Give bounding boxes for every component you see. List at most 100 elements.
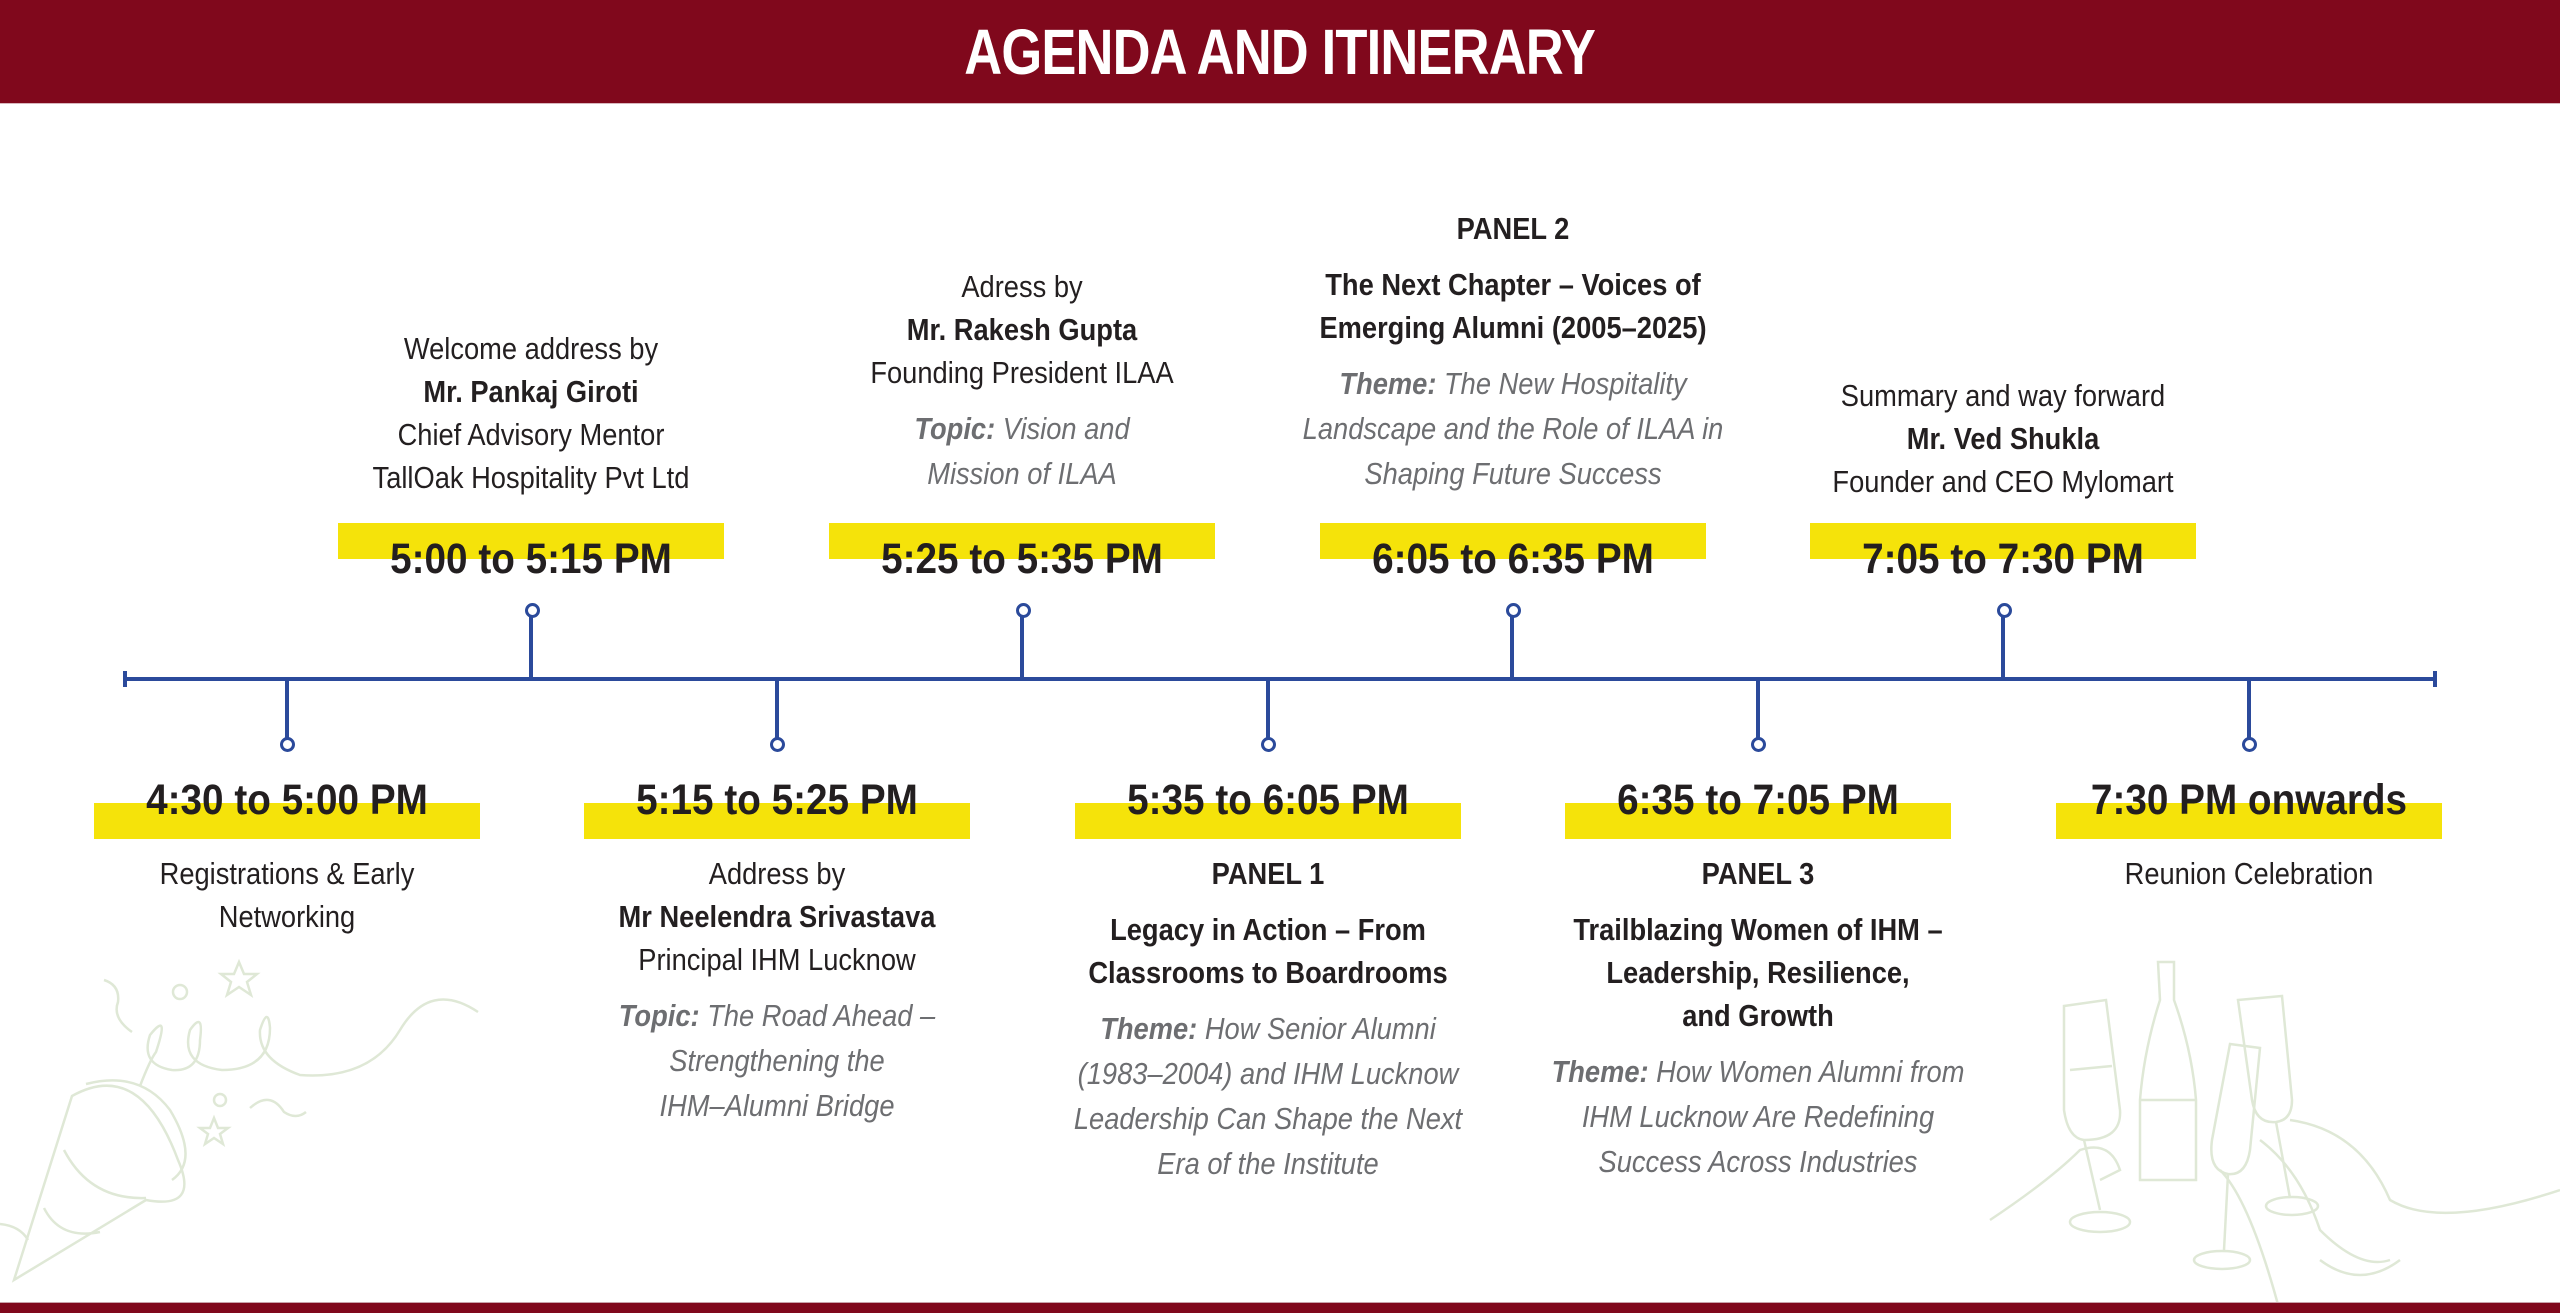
agenda-description: PANEL 2 The Next Chapter – Voices of Eme… [1273, 207, 1753, 496]
time-highlight-bar [338, 523, 724, 559]
timeline-node-icon [1751, 737, 1766, 752]
topic-line: Strengthening the [669, 1043, 885, 1078]
time-highlight-bar [584, 803, 970, 839]
timeline-connector [1266, 679, 1270, 741]
speaker-role: Principal IHM Lucknow [638, 942, 916, 977]
timeline-end-cap [2433, 671, 2437, 687]
intro-text: Summary and way forward [1840, 378, 2166, 413]
panel-title-line: The Next Chapter – Voices of [1325, 267, 1701, 302]
time-slot: 7:30 PM onwards [2090, 776, 2408, 824]
time-highlight-bar [1075, 803, 1461, 839]
agenda-description: PANEL 3 Trailblazing Women of IHM – Lead… [1518, 852, 1998, 1184]
time-slot: 7:05 to 7:30 PM [1862, 535, 2144, 583]
topic-line: IHM–Alumni Bridge [659, 1088, 895, 1123]
speaker-role: TallOak Hospitality Pvt Ltd [372, 460, 690, 495]
panel-tag: PANEL 1 [1211, 856, 1325, 891]
time-highlight-bar [829, 523, 1215, 559]
agenda-description: Welcome address by Mr. Pankaj Giroti Chi… [291, 327, 771, 499]
intro-text: Address by [708, 856, 846, 891]
panel-tag: PANEL 3 [1701, 856, 1815, 891]
theme-label: Theme: [1551, 1054, 1649, 1089]
theme-text: Theme: How Senior Alumni (1983–2004) and… [1028, 1006, 1508, 1186]
timeline-connector [2001, 616, 2005, 679]
footer-band [0, 1302, 2560, 1313]
topic-label: Topic: [618, 998, 700, 1033]
theme-line: IHM Lucknow Are Redefining [1581, 1099, 1935, 1134]
theme-line: (1983–2004) and IHM Lucknow [1077, 1056, 1459, 1091]
agenda-description: Adress by Mr. Rakesh Gupta Founding Pres… [782, 265, 1262, 496]
timeline-node-icon [280, 737, 295, 752]
theme-line: The New Hospitality [1444, 366, 1687, 401]
time-highlight-bar [94, 803, 480, 839]
agenda-description: Reunion Celebration [2009, 852, 2489, 895]
party-popper-illustration-icon [0, 958, 479, 1283]
panel-title-line: Emerging Alumni (2005–2025) [1319, 310, 1707, 345]
page-title: AGENDA AND ITINERARY [964, 15, 1597, 88]
time-highlight-bar [1565, 803, 1951, 839]
panel-title-line: and Growth [1682, 998, 1834, 1033]
timeline-connector [1020, 616, 1024, 679]
theme-line: How Senior Alumni [1204, 1011, 1436, 1046]
topic-line: Vision and [1002, 411, 1130, 446]
timeline-connector [1756, 679, 1760, 741]
toasting-glasses-illustration-icon [1989, 960, 2560, 1312]
theme-line: Era of the Institute [1157, 1146, 1379, 1181]
intro-text: Adress by [961, 269, 1083, 304]
topic-text: Topic: The Road Ahead – Strengthening th… [537, 993, 1017, 1128]
theme-line: How Women Alumni from [1656, 1054, 1965, 1089]
topic-text: Topic: Vision and Mission of ILAA [782, 406, 1262, 496]
time-highlight-bar [1320, 523, 1706, 559]
theme-line: Leadership Can Shape the Next [1073, 1101, 1463, 1136]
topic-label: Topic: [914, 411, 996, 446]
theme-line: Success Across Industries [1598, 1144, 1918, 1179]
agenda-description: Summary and way forward Mr. Ved Shukla F… [1763, 374, 2243, 503]
time-highlight-bar [1810, 523, 2196, 559]
agenda-description: PANEL 1 Legacy in Action – From Classroo… [1028, 852, 1508, 1186]
agenda-description: Address by Mr Neelendra Srivastava Princ… [537, 852, 1017, 1128]
timeline-node-icon [770, 737, 785, 752]
timeline-node-icon [1261, 737, 1276, 752]
time-slot: 5:35 to 6:05 PM [1127, 776, 1409, 824]
theme-text: Theme: The New Hospitality Landscape and… [1273, 361, 1753, 496]
time-slot: 5:00 to 5:15 PM [390, 535, 672, 583]
panel-title-line: Leadership, Resilience, [1606, 955, 1910, 990]
speaker-name: Mr Neelendra Srivastava [618, 899, 936, 934]
time-highlight-bar [2056, 803, 2442, 839]
theme-label: Theme: [1100, 1011, 1198, 1046]
theme-text: Theme: How Women Alumni from IHM Lucknow… [1518, 1049, 1998, 1184]
time-slot: 6:35 to 7:05 PM [1617, 776, 1899, 824]
theme-line: Landscape and the Role of ILAA in [1302, 411, 1724, 446]
timeline-axis [125, 677, 2437, 681]
topic-line: Mission of ILAA [927, 456, 1117, 491]
timeline-start-cap [123, 671, 127, 687]
panel-tag: PANEL 2 [1456, 211, 1570, 246]
agenda-description: Registrations & Early Networking [47, 852, 527, 938]
time-slot: 5:25 to 5:35 PM [881, 535, 1163, 583]
timeline-connector [285, 679, 289, 741]
speaker-name: Mr. Pankaj Giroti [423, 374, 639, 409]
timeline-connector [2247, 679, 2251, 741]
theme-label: Theme: [1339, 366, 1437, 401]
timeline-connector [775, 679, 779, 741]
time-slot: 4:30 to 5:00 PM [146, 776, 428, 824]
time-slot: 6:05 to 6:35 PM [1372, 535, 1654, 583]
speaker-role: Founder and CEO Mylomart [1832, 464, 2174, 499]
theme-line: Shaping Future Success [1364, 456, 1662, 491]
speaker-name: Mr. Rakesh Gupta [906, 312, 1138, 347]
description-line: Reunion Celebration [2124, 856, 2374, 891]
timeline-connector [529, 616, 533, 679]
panel-title-line: Legacy in Action – From [1110, 912, 1426, 947]
speaker-role: Chief Advisory Mentor [397, 417, 665, 452]
topic-line: The Road Ahead – [707, 998, 936, 1033]
intro-text: Welcome address by [403, 331, 659, 366]
timeline-node-icon [2242, 737, 2257, 752]
description-line: Registrations & Early [159, 856, 415, 891]
panel-title-line: Classrooms to Boardrooms [1088, 955, 1448, 990]
time-slot: 5:15 to 5:25 PM [636, 776, 918, 824]
header-banner: AGENDA AND ITINERARY [0, 0, 2560, 104]
panel-title-line: Trailblazing Women of IHM – [1573, 912, 1943, 947]
timeline-connector [1510, 616, 1514, 679]
speaker-role: Founding President ILAA [870, 355, 1174, 390]
speaker-name: Mr. Ved Shukla [1906, 421, 2100, 456]
description-line: Networking [218, 899, 356, 934]
